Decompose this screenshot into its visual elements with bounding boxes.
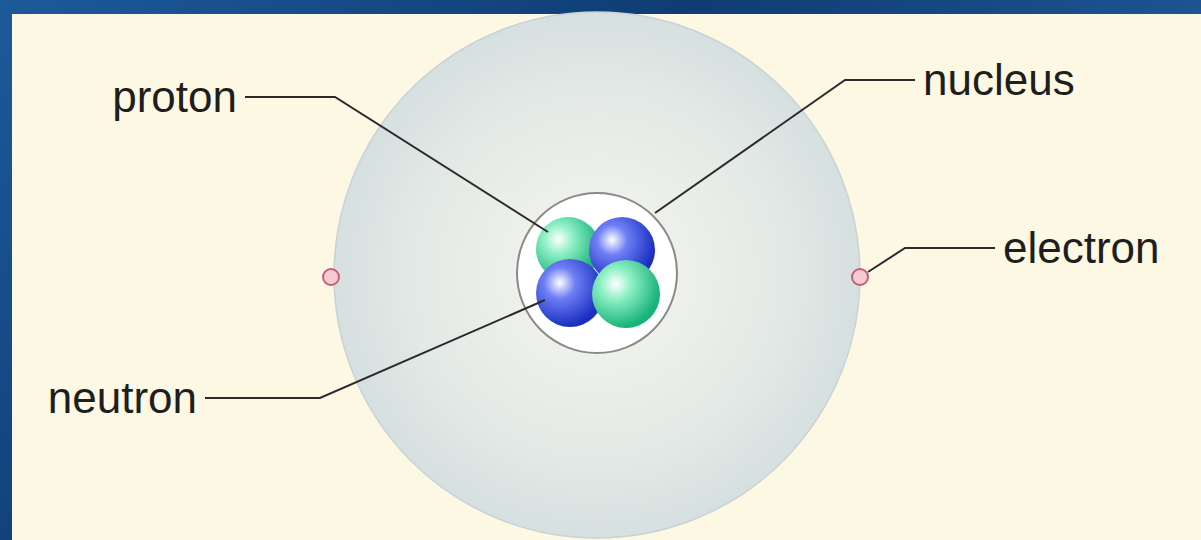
part-label: nucleus xyxy=(923,55,1075,106)
leader-line xyxy=(868,248,995,272)
electron-cloud xyxy=(334,12,860,538)
electron-dot xyxy=(323,269,339,285)
leader-line xyxy=(655,80,915,213)
nucleus-circle xyxy=(517,193,677,353)
proton-sphere xyxy=(592,260,660,328)
part-label: proton xyxy=(112,72,237,123)
leader-line xyxy=(245,97,548,232)
electron-dot xyxy=(852,269,868,285)
leader-line xyxy=(205,300,545,398)
part-label: neutron xyxy=(48,373,197,424)
part-label: electron xyxy=(1003,223,1160,274)
